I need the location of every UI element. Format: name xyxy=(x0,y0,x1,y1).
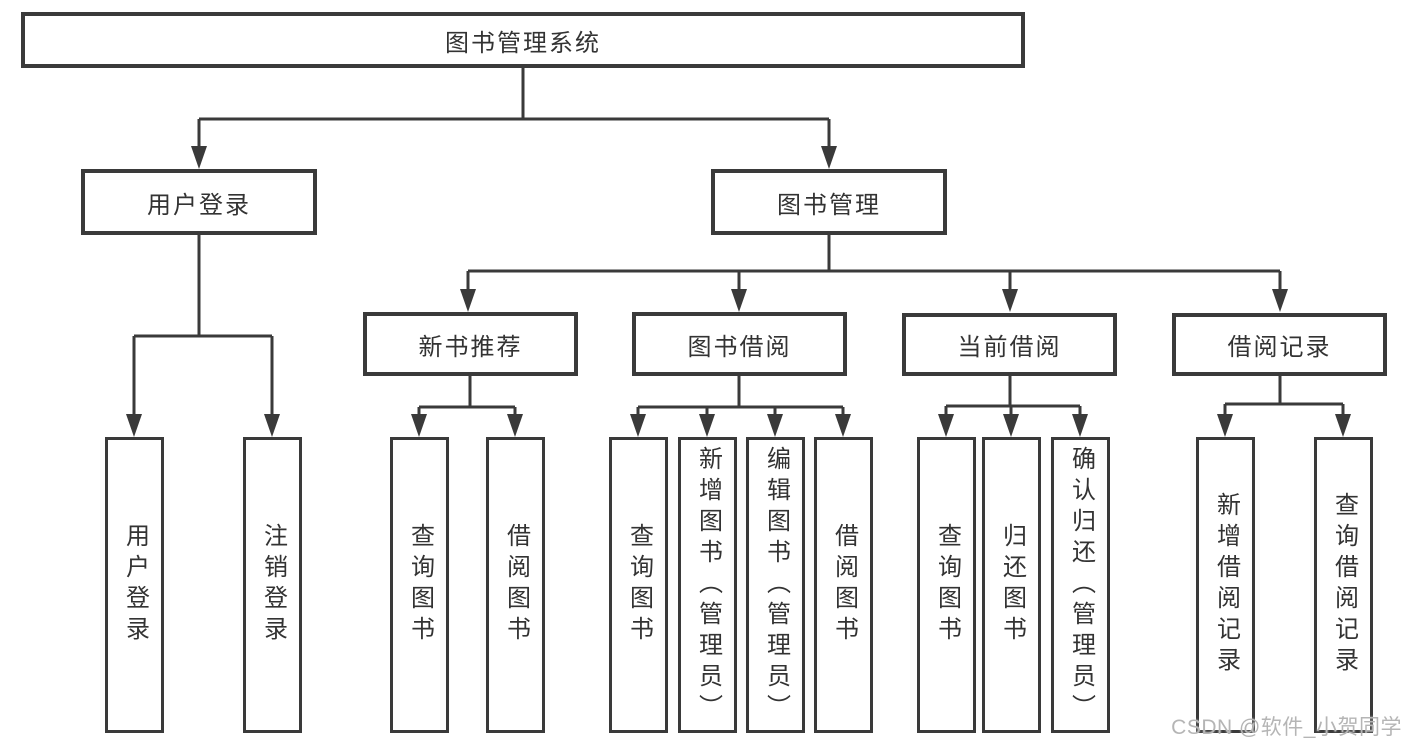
leaf-query-books-current: 查询图书 xyxy=(917,437,976,733)
leaf-borrow-books-recommend: 借阅图书 xyxy=(486,437,545,733)
leaf-user-login: 用户登录 xyxy=(105,437,164,733)
leaf-query-books-borrowing: 查询图书 xyxy=(609,437,668,733)
node-current-borrowing: 当前借阅 xyxy=(902,313,1117,376)
leaf-add-borrow-record: 新增借阅记录 xyxy=(1196,437,1255,733)
leaf-query-borrow-record: 查询借阅记录 xyxy=(1314,437,1373,733)
leaf-logout: 注销登录 xyxy=(243,437,302,733)
arrowheads xyxy=(126,146,1351,437)
leaf-borrow-books-borrowing: 借阅图书 xyxy=(814,437,873,733)
node-new-book-recommend: 新书推荐 xyxy=(363,312,578,376)
node-book-management-branch: 图书管理 xyxy=(711,169,947,235)
csdn-watermark: CSDN @软件_小贺同学 xyxy=(1171,716,1402,739)
leaf-edit-book-admin: 编辑图书（管理员） xyxy=(746,437,805,733)
node-book-borrowing: 图书借阅 xyxy=(632,312,847,376)
leaf-query-books-recommend: 查询图书 xyxy=(390,437,449,733)
leaf-return-books: 归还图书 xyxy=(982,437,1041,733)
node-borrowing-records: 借阅记录 xyxy=(1172,313,1387,376)
node-user-login-branch: 用户登录 xyxy=(81,169,317,235)
leaf-confirm-return-admin: 确认归还（管理员） xyxy=(1051,437,1110,733)
leaf-add-book-admin: 新增图书（管理员） xyxy=(678,437,737,733)
node-root-system: 图书管理系统 xyxy=(21,12,1025,68)
